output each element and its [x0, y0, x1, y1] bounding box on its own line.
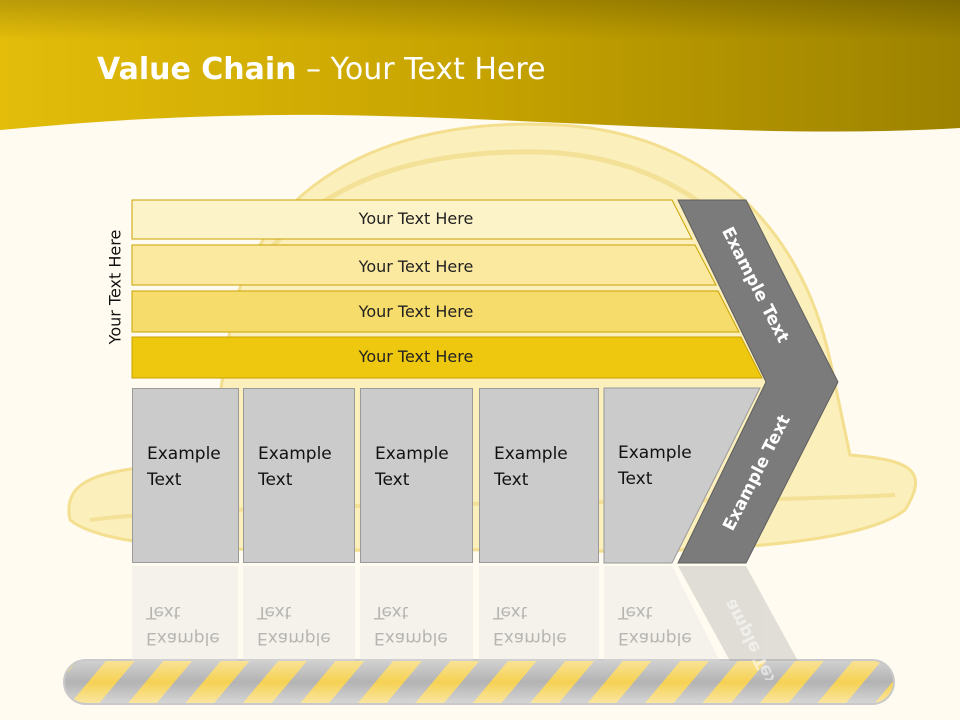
- box-1-label: Example Text: [147, 444, 221, 490]
- box-3-label: Example Text: [375, 444, 449, 490]
- bar-3: [131, 290, 740, 333]
- bar-4: [131, 336, 763, 379]
- box-3-reflection: Example Text: [360, 566, 473, 676]
- box-4: Example Text: [479, 388, 599, 563]
- box-1: Example Text: [132, 388, 239, 563]
- box-4-reflection-label: Example Text: [493, 602, 567, 648]
- box-3: Example Text: [360, 388, 473, 563]
- box-4-reflection: Example Text: [479, 566, 599, 676]
- vertical-label: Your Text Here: [105, 229, 125, 345]
- title-bold: Value Chain: [97, 52, 297, 87]
- box-1-reflection: Example Text: [132, 566, 238, 676]
- chevron-reflection: Example Text: [700, 600, 820, 680]
- bar-4-label: Your Text Here: [358, 347, 474, 366]
- slide-title: Value Chain – Your Text Here: [97, 52, 546, 87]
- box-5-label: Example Text: [618, 443, 692, 489]
- box-4-label: Example Text: [494, 444, 568, 490]
- box-3-reflection-label: Example Text: [374, 602, 448, 648]
- bar-2: [131, 244, 717, 286]
- box-2-label: Example Text: [258, 444, 332, 490]
- chevron: [677, 199, 839, 564]
- bar-3-label: Your Text Here: [358, 302, 474, 321]
- box-2: Example Text: [243, 388, 355, 563]
- bar-2-label: Your Text Here: [358, 257, 474, 276]
- box-2-reflection: Example Text: [243, 566, 355, 676]
- box-5-reflection: Example Text: [604, 566, 714, 676]
- chevron-reflection-label: Example Text: [710, 600, 786, 680]
- reflection: [132, 566, 798, 661]
- box-5-text-area: Example Text: [604, 388, 714, 563]
- caution-stripe-bar: [63, 659, 895, 705]
- title-rest: – Your Text Here: [296, 52, 546, 87]
- bar-1: [131, 199, 693, 240]
- box-5: [603, 387, 761, 564]
- box-1-reflection-label: Example Text: [146, 602, 220, 648]
- bar-1-label: Your Text Here: [358, 209, 474, 228]
- box-2-reflection-label: Example Text: [257, 602, 331, 648]
